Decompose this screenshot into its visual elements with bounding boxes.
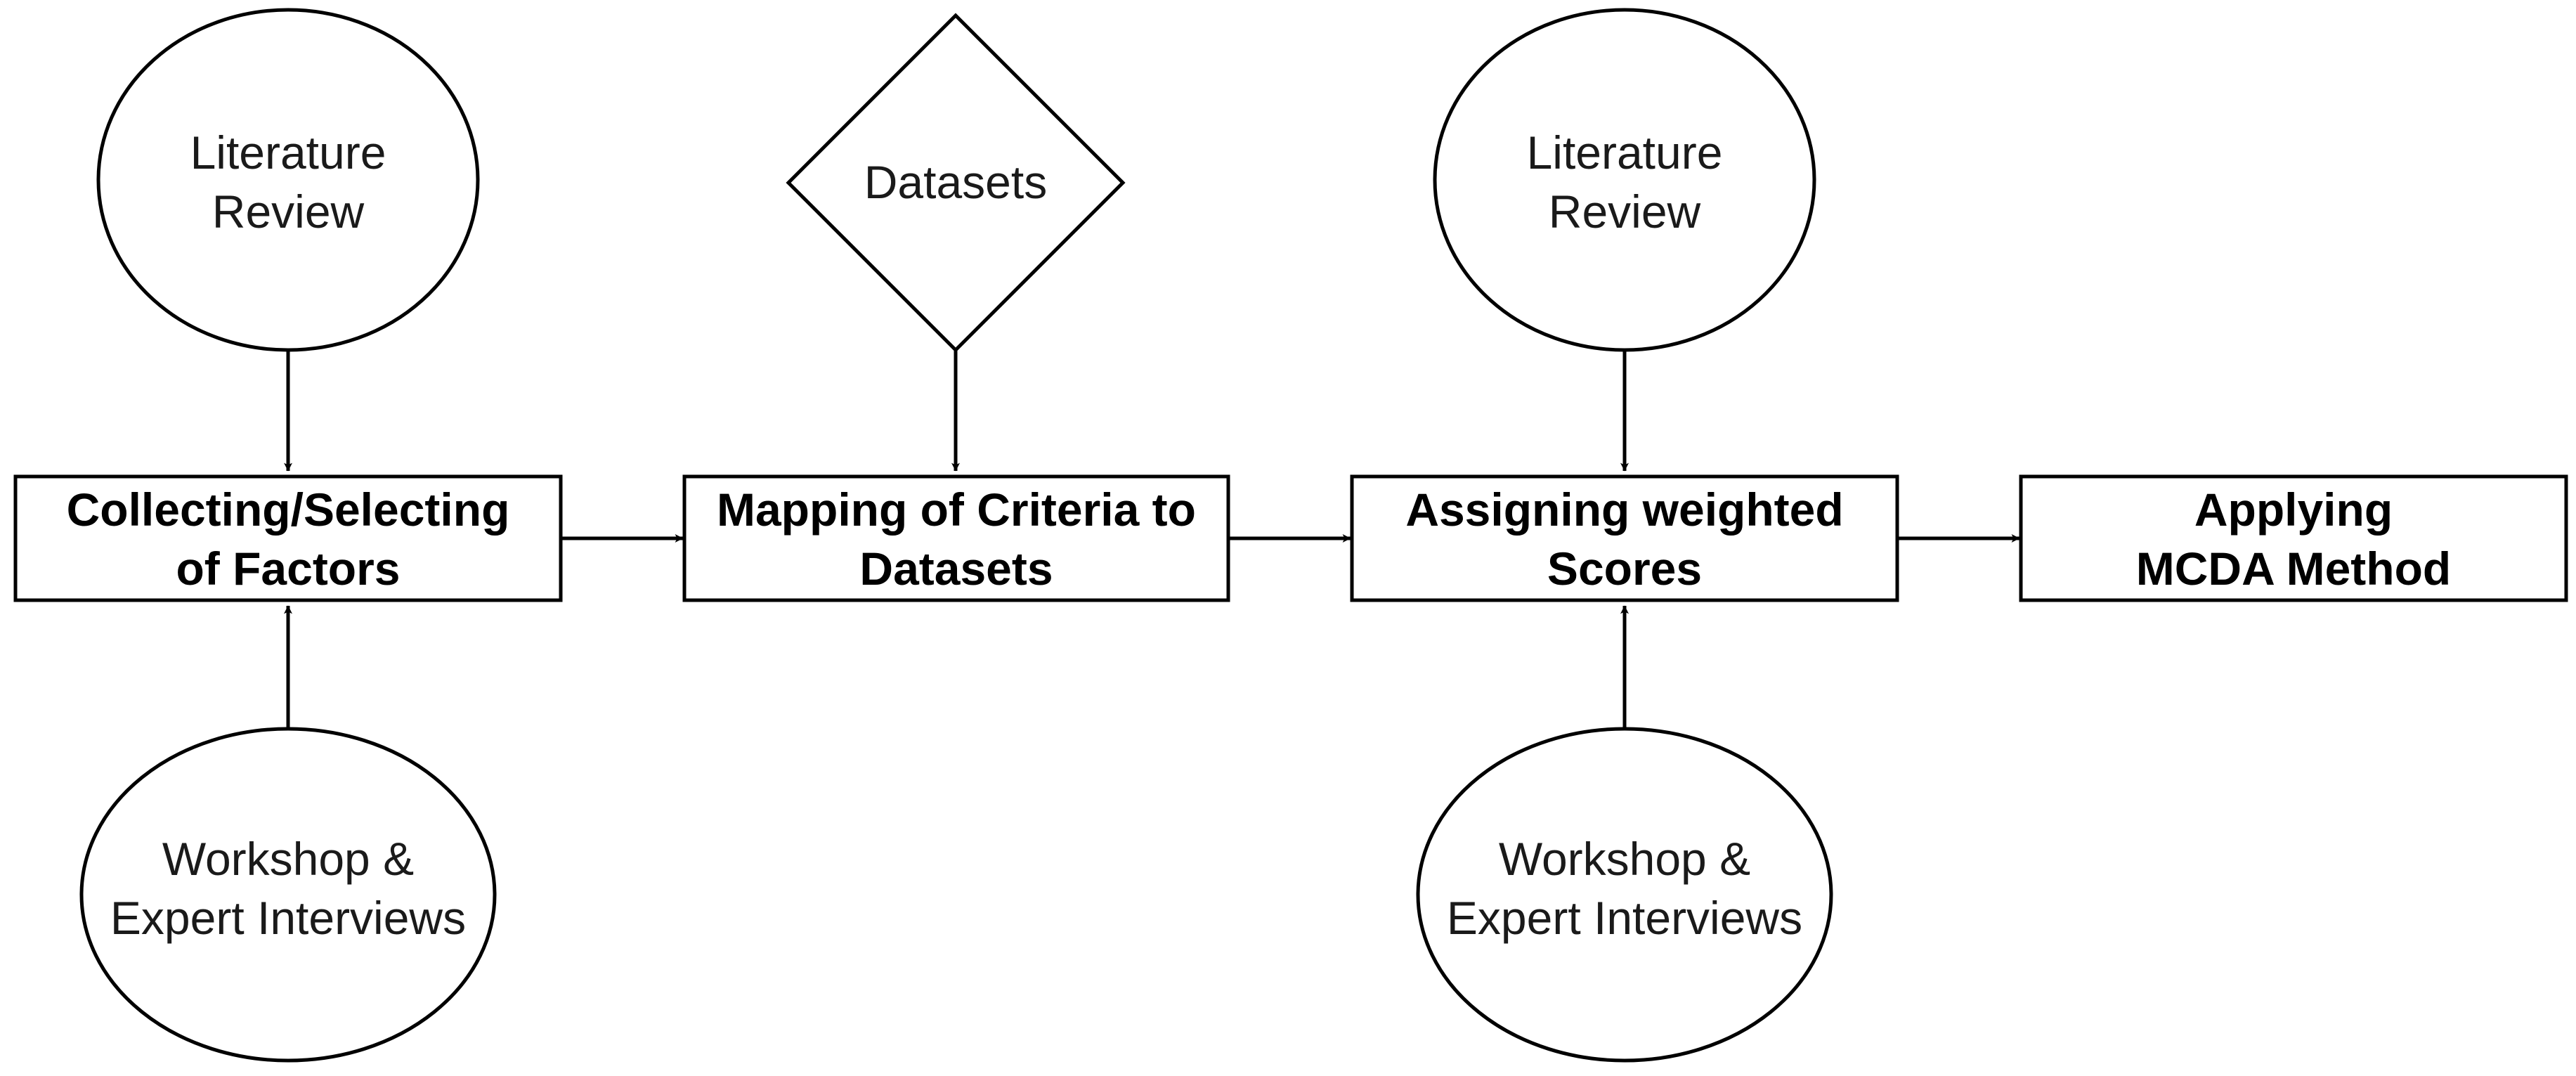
assigning-scores-node: Assigning weighted Scores xyxy=(1350,474,1899,602)
workshop-interviews-1-line-2: Expert Interviews xyxy=(110,892,466,944)
workshop-interviews-2-line-1: Workshop & xyxy=(1499,833,1750,885)
mapping-criteria-line-1: Mapping of Criteria to xyxy=(717,484,1196,536)
workshop-interviews-2-line-2: Expert Interviews xyxy=(1447,892,1802,944)
assigning-scores-line-2: Scores xyxy=(1547,543,1702,595)
applying-mcda-line-1: Applying xyxy=(2194,484,2393,536)
datasets-label: Datasets xyxy=(864,156,1047,208)
applying-mcda-line-2: MCDA Method xyxy=(2136,543,2451,595)
literature-review-2-line-1: Literature xyxy=(1527,127,1723,179)
workshop-interviews-1-line-1: Workshop & xyxy=(162,833,414,885)
literature-review-2-line-2: Review xyxy=(1549,186,1701,238)
applying-mcda-node: Applying MCDA Method xyxy=(2019,474,2568,602)
collecting-factors-node: Collecting/Selecting of Factors xyxy=(13,474,563,602)
collecting-factors-line-1: Collecting/Selecting xyxy=(67,484,510,536)
workshop-interviews-node-1: Workshop & Expert Interviews xyxy=(79,727,497,1063)
mapping-criteria-node: Mapping of Criteria to Datasets xyxy=(682,474,1230,602)
literature-review-1-line-1: Literature xyxy=(190,127,386,179)
datasets-node: Datasets xyxy=(786,13,1126,353)
workshop-interviews-node-2: Workshop & Expert Interviews xyxy=(1416,727,1833,1063)
literature-review-node-2: Literature Review xyxy=(1433,8,1816,352)
collecting-factors-line-2: of Factors xyxy=(176,543,400,595)
mapping-criteria-line-2: Datasets xyxy=(859,543,1053,595)
literature-review-1-line-2: Review xyxy=(212,186,365,238)
assigning-scores-line-1: Assigning weighted xyxy=(1405,484,1843,536)
literature-review-node-1: Literature Review xyxy=(96,8,480,352)
edges xyxy=(284,350,2020,727)
